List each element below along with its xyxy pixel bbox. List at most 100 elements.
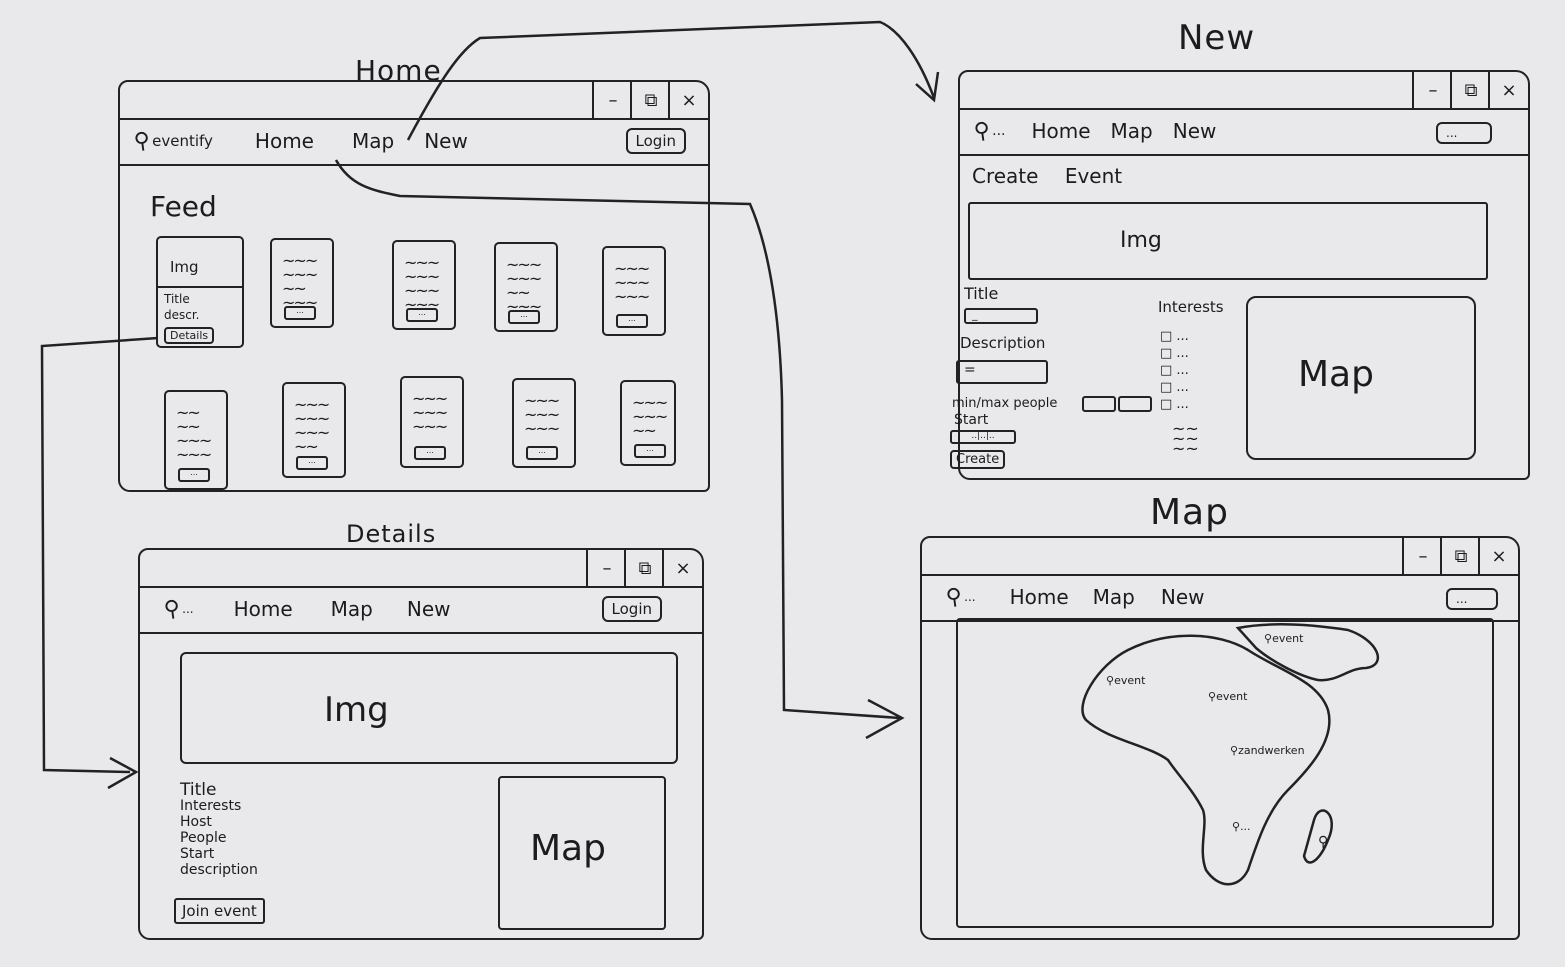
event-marker[interactable]: ⚲event: [1106, 674, 1146, 687]
card-button[interactable]: ...: [616, 314, 648, 328]
event-card[interactable]: ~~~~~~~~~~~...: [282, 382, 346, 478]
card-button[interactable]: ...: [406, 308, 438, 322]
interest-checkbox[interactable]: □ ...: [1160, 346, 1189, 361]
continent-outline: [1081, 623, 1380, 886]
nav-new[interactable]: New: [424, 129, 468, 153]
nav-map[interactable]: Map: [1092, 585, 1135, 609]
create-heading: Create Event: [972, 164, 1122, 188]
nav-new[interactable]: New: [1172, 119, 1217, 143]
arrow-card-to-details: [40, 336, 159, 774]
interest-checkbox[interactable]: □ ...: [1160, 397, 1189, 412]
interest-checkbox[interactable]: □ ...: [1160, 380, 1189, 395]
map-screen-title: Map: [1150, 492, 1229, 533]
minimize-icon[interactable]: –: [592, 82, 632, 118]
restore-icon[interactable]: ⧉: [624, 550, 664, 586]
card-button[interactable]: ...: [414, 446, 446, 460]
event-card-detailed[interactable]: Img Title descr. Details: [156, 236, 244, 348]
close-icon[interactable]: ×: [1488, 72, 1528, 108]
field-description: description: [180, 862, 258, 878]
people-label: min/max people: [952, 396, 1058, 411]
full-map-view[interactable]: ⚲event ⚲event ⚲event ⚲zandwerken ⚲... ⚲: [956, 618, 1494, 928]
home-logo[interactable]: ⚲ eventify: [132, 127, 213, 154]
event-marker[interactable]: ⚲event: [1208, 690, 1248, 703]
restore-icon[interactable]: ⧉: [1440, 538, 1480, 574]
nav-new[interactable]: New: [406, 597, 451, 621]
nav-home[interactable]: Home: [1009, 585, 1069, 609]
minimize-icon[interactable]: –: [586, 550, 626, 586]
login-button[interactable]: Login: [625, 128, 686, 154]
location-pin-icon: ⚲: [1232, 820, 1241, 833]
details-logo[interactable]: ⚲ ...: [162, 595, 194, 622]
nav-home[interactable]: Home: [254, 129, 314, 153]
nav-map[interactable]: Map: [330, 597, 373, 621]
map-titlebar: – ⧉ ×: [922, 538, 1518, 576]
create-button[interactable]: Create: [950, 450, 1006, 469]
event-card[interactable]: ~~~~~~~~~~~...: [270, 238, 334, 328]
join-event-button[interactable]: Join event: [174, 898, 265, 924]
close-icon[interactable]: ×: [668, 82, 708, 118]
min-people-stepper[interactable]: [1082, 396, 1116, 412]
event-card[interactable]: ~~~~~~~~~~~...: [494, 242, 558, 332]
details-button[interactable]: Details: [164, 327, 215, 344]
card-button[interactable]: ...: [296, 456, 328, 470]
interests-list: □ ... □ ... □ ... □ ... □ ...: [1160, 328, 1189, 413]
new-navbar: ⚲ ... Home Map New ...: [960, 108, 1528, 156]
event-card[interactable]: ~~~~~~~~~...: [602, 246, 666, 336]
card-button[interactable]: ...: [178, 468, 210, 482]
card-button[interactable]: ...: [526, 446, 558, 460]
card-button[interactable]: ...: [284, 306, 316, 320]
event-location-map[interactable]: Map: [498, 776, 666, 930]
interest-checkbox[interactable]: □ ...: [1160, 329, 1189, 344]
map-window: – ⧉ × ⚲ ... Home Map New ... ⚲event ⚲eve…: [920, 536, 1520, 940]
restore-icon[interactable]: ⧉: [630, 82, 670, 118]
map-label: Map: [530, 828, 606, 869]
logo-text: ...: [964, 590, 976, 604]
minimize-icon[interactable]: –: [1412, 72, 1452, 108]
logo-text: ...: [992, 123, 1006, 139]
login-button[interactable]: ...: [1446, 588, 1498, 610]
title-label: Title: [964, 284, 999, 303]
interest-checkbox[interactable]: □ ...: [1160, 363, 1189, 378]
card-button[interactable]: ...: [634, 444, 666, 458]
new-logo[interactable]: ⚲ ...: [972, 117, 1006, 144]
location-map-picker[interactable]: Map: [1246, 296, 1476, 460]
event-marker[interactable]: ⚲event: [1264, 632, 1304, 645]
logo-text: ...: [182, 602, 194, 616]
map-label: Map: [1298, 354, 1374, 395]
event-card[interactable]: ~~~~~~~~...: [620, 380, 676, 466]
location-pin-icon: ⚲: [1264, 632, 1273, 645]
restore-icon[interactable]: ⧉: [1450, 72, 1490, 108]
start-date-input[interactable]: ..|..|..: [950, 430, 1016, 444]
card-button[interactable]: ...: [508, 310, 540, 324]
event-marker[interactable]: ⚲...: [1232, 820, 1251, 833]
nav-map[interactable]: Map: [1110, 119, 1153, 143]
new-titlebar: – ⧉ ×: [960, 72, 1528, 110]
event-card[interactable]: ~~~~~~~~~~~~...: [392, 240, 456, 330]
nav-home[interactable]: Home: [1031, 119, 1091, 143]
description-input[interactable]: =: [956, 360, 1048, 384]
max-people-stepper[interactable]: [1118, 396, 1152, 412]
login-button[interactable]: ...: [1436, 122, 1492, 144]
close-icon[interactable]: ×: [662, 550, 702, 586]
login-button[interactable]: Login: [601, 596, 662, 622]
map-logo[interactable]: ⚲ ...: [944, 583, 976, 610]
nav-new[interactable]: New: [1160, 585, 1205, 609]
nav-map[interactable]: Map: [351, 129, 395, 153]
event-card[interactable]: ~~~~~~~~~~...: [164, 390, 228, 490]
event-marker[interactable]: ⚲zandwerken: [1230, 744, 1305, 757]
minimize-icon[interactable]: –: [1402, 538, 1442, 574]
details-titlebar: – ⧉ ×: [140, 550, 702, 588]
location-pin-icon[interactable]: ⚲: [1318, 834, 1329, 850]
nav-home[interactable]: Home: [233, 597, 293, 621]
field-host: Host: [180, 814, 212, 830]
card-img-label: Img: [170, 258, 199, 276]
event-card[interactable]: ~~~~~~~~~...: [400, 376, 464, 468]
event-card[interactable]: ~~~~~~~~~...: [512, 378, 576, 468]
card-descr-label: descr.: [164, 308, 200, 322]
new-screen-title: New: [1178, 18, 1256, 58]
event-image-placeholder[interactable]: Img: [968, 202, 1488, 280]
title-input[interactable]: _: [964, 308, 1038, 324]
home-titlebar: – ⧉ ×: [120, 82, 708, 120]
close-icon[interactable]: ×: [1478, 538, 1518, 574]
